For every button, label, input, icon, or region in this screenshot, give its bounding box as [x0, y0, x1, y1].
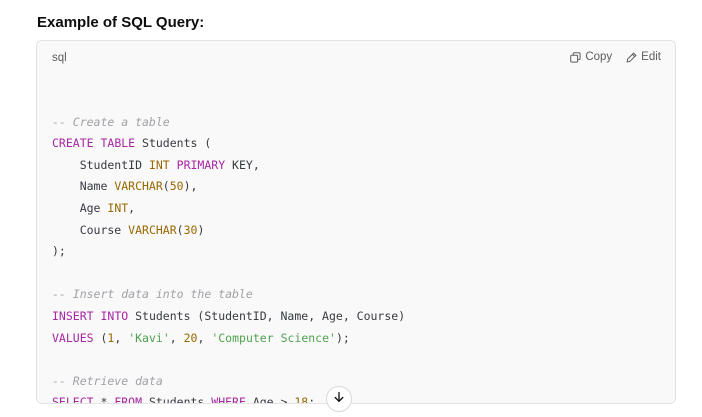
code-line: INSERT INTO Students (StudentID, Name, A…	[52, 306, 405, 328]
code-token-number: 30	[183, 222, 198, 237]
code-token-plain: Name	[52, 179, 115, 194]
code-line: -- Create a table	[52, 112, 405, 134]
code-token-plain: ,	[114, 330, 129, 345]
pencil-icon	[626, 52, 637, 63]
section-heading: Example of SQL Query:	[37, 14, 205, 31]
code-token-plain: KEY,	[225, 157, 260, 172]
code-toolbar: Copy Edit	[570, 50, 661, 64]
code-line: StudentID INT PRIMARY KEY,	[52, 155, 405, 177]
copy-button-label: Copy	[585, 51, 613, 63]
code-token-plain: ;	[308, 395, 316, 404]
code-token-number: 18	[294, 395, 309, 404]
code-line: Age INT,	[52, 198, 405, 220]
code-token-comment: -- Create a table	[52, 114, 170, 129]
code-language-label: sql	[52, 52, 67, 64]
code-token-keyword: TABLE	[100, 136, 136, 151]
arrow-down-icon	[333, 390, 345, 408]
code-token-plain: StudentID	[52, 157, 149, 172]
code-token-plain: ),	[183, 179, 198, 194]
code-token-keyword: SELECT	[52, 395, 94, 404]
code-line: SELECT * FROM Students WHERE Age > 18;	[52, 392, 405, 404]
code-line: );	[52, 241, 405, 263]
code-token-plain: Students	[142, 395, 212, 404]
code-token-plain: Age >	[245, 395, 295, 404]
code-line: Course VARCHAR(30)	[52, 220, 405, 242]
code-token-plain: *	[93, 395, 115, 404]
code-token-keyword: VALUES	[52, 330, 94, 345]
code-token-number: 1	[107, 330, 115, 345]
code-token-plain: Course	[52, 222, 129, 237]
copy-button[interactable]: Copy	[570, 50, 612, 64]
code-token-string: 'Computer Science'	[211, 330, 336, 345]
code-token-plain: ,	[197, 330, 212, 345]
code-line: -- Insert data into the table	[52, 284, 405, 306]
code-token-keyword: INTO	[100, 308, 129, 323]
code-line: Name VARCHAR(50),	[52, 176, 405, 198]
edit-button-label: Edit	[641, 51, 661, 63]
code-token-plain: )	[197, 222, 205, 237]
code-token-type: VARCHAR	[114, 179, 163, 194]
code-token-keyword: INSERT	[52, 308, 94, 323]
code-token-plain: ,	[169, 330, 184, 345]
code-line: VALUES (1, 'Kavi', 20, 'Computer Science…	[52, 328, 405, 350]
code-token-plain: ,	[128, 200, 136, 215]
code-token-number: 20	[183, 330, 198, 345]
code-token-plain: Students (	[135, 136, 212, 151]
code-line: -- Retrieve data	[52, 371, 405, 393]
code-token-keyword: PRIMARY	[176, 157, 226, 172]
code-token-keyword: WHERE	[211, 395, 246, 404]
edit-button[interactable]: Edit	[626, 50, 661, 64]
code-token-plain: Age	[52, 200, 108, 215]
code-token-plain: );	[335, 330, 350, 345]
code-token-plain	[170, 158, 177, 172]
copy-icon	[570, 51, 581, 63]
code-token-plain: Students (StudentID, Name, Age, Course)	[128, 308, 406, 323]
code-token-type: VARCHAR	[128, 222, 177, 237]
code-line	[52, 349, 405, 371]
code-line	[52, 90, 405, 112]
scroll-down-button[interactable]	[326, 386, 352, 412]
code-token-type: INT	[107, 200, 129, 215]
code-token-keyword: FROM	[114, 395, 143, 404]
code-token-plain: );	[52, 244, 66, 259]
code-token-keyword: CREATE	[52, 136, 94, 151]
code-line: CREATE TABLE Students (	[52, 133, 405, 155]
code-token-type: INT	[148, 157, 170, 172]
code-line	[52, 263, 405, 285]
code-token-plain: (	[176, 222, 184, 237]
code-token-string: 'Kavi'	[128, 330, 170, 345]
code-token-comment: -- Retrieve data	[52, 373, 163, 388]
code-token-plain: (	[162, 179, 170, 194]
code-token-comment: -- Insert data into the table	[52, 287, 253, 302]
code-token-plain: (	[93, 330, 108, 345]
code-token-number: 50	[169, 179, 184, 194]
